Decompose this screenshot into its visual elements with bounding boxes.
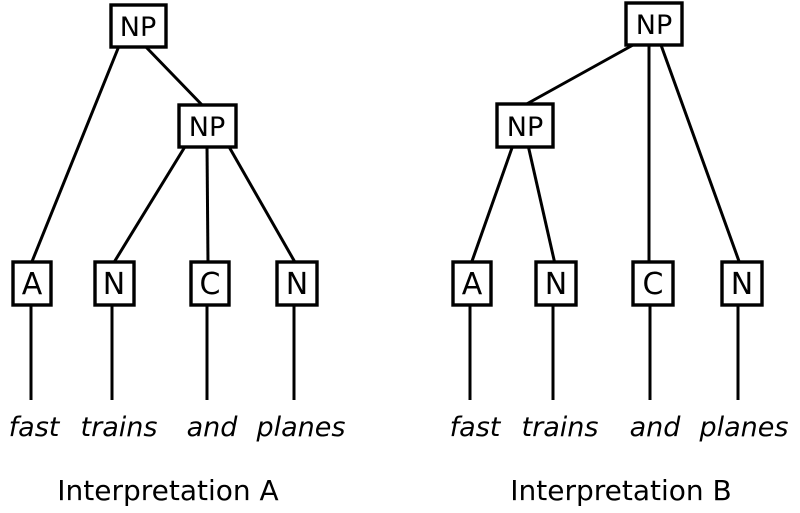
caption-interpretation-a: Interpretation A (57, 474, 278, 507)
caption-interpretation-b: Interpretation B (510, 474, 732, 507)
node-label-a-leaf-c: C (200, 267, 221, 302)
node-box-a-inner-np (177, 103, 238, 149)
tree-interpretation-a: NP NP A N C N fast trains and planes Int… (9, 3, 346, 507)
edge-a-inner-to-leaf-n2 (226, 144, 298, 265)
node-label-b-leaf-c: C (643, 267, 664, 302)
edge-a-inner-to-leaf-n1 (111, 144, 188, 265)
node-label-b-inner-np: NP (507, 112, 543, 143)
edge-b-inner-to-leaf-n1 (526, 144, 557, 265)
edge-a-inner-to-leaf-c (205, 144, 210, 265)
node-label-b-root-np: NP (636, 10, 672, 41)
node-box-a-root-np (109, 3, 168, 49)
edge-b-root-to-inner-np (522, 43, 634, 108)
edge-b-root-to-leaf-n2 (659, 44, 742, 265)
node-label-a-inner-np: NP (189, 112, 225, 143)
word-b-planes: planes (699, 412, 789, 443)
edge-a-root-to-inner-np (143, 44, 206, 109)
node-box-b-leaf-c (631, 260, 675, 307)
tree-interpretation-b: NP NP A N C N fast trains and planes Int… (450, 1, 789, 507)
node-box-b-leaf-n1 (534, 260, 578, 307)
node-box-b-leaf-n2 (720, 260, 764, 307)
node-label-b-leaf-n1: N (545, 267, 567, 302)
node-label-a-root-np: NP (120, 12, 156, 43)
node-label-a-leaf-n1: N (103, 267, 125, 302)
node-box-b-inner-np (495, 102, 555, 149)
node-label-b-leaf-a: A (462, 267, 483, 302)
word-a-trains: trains (81, 412, 158, 443)
node-box-a-leaf-c (189, 260, 231, 307)
word-b-and: and (630, 412, 682, 443)
edge-a-root-to-leaf-a (29, 45, 121, 265)
node-box-b-root-np (624, 1, 684, 47)
word-b-fast: fast (450, 412, 502, 443)
node-label-a-leaf-a: A (22, 267, 43, 302)
node-label-b-leaf-n2: N (731, 267, 753, 302)
edge-b-inner-to-leaf-a (469, 144, 515, 265)
word-a-fast: fast (9, 412, 61, 443)
word-a-and: and (187, 412, 239, 443)
word-a-planes: planes (256, 412, 346, 443)
node-box-a-leaf-a (11, 260, 53, 307)
node-box-a-leaf-n2 (275, 260, 319, 307)
node-box-a-leaf-n1 (93, 260, 136, 307)
node-box-b-leaf-a (451, 260, 493, 307)
node-label-a-leaf-n2: N (286, 267, 308, 302)
word-b-trains: trains (522, 412, 599, 443)
